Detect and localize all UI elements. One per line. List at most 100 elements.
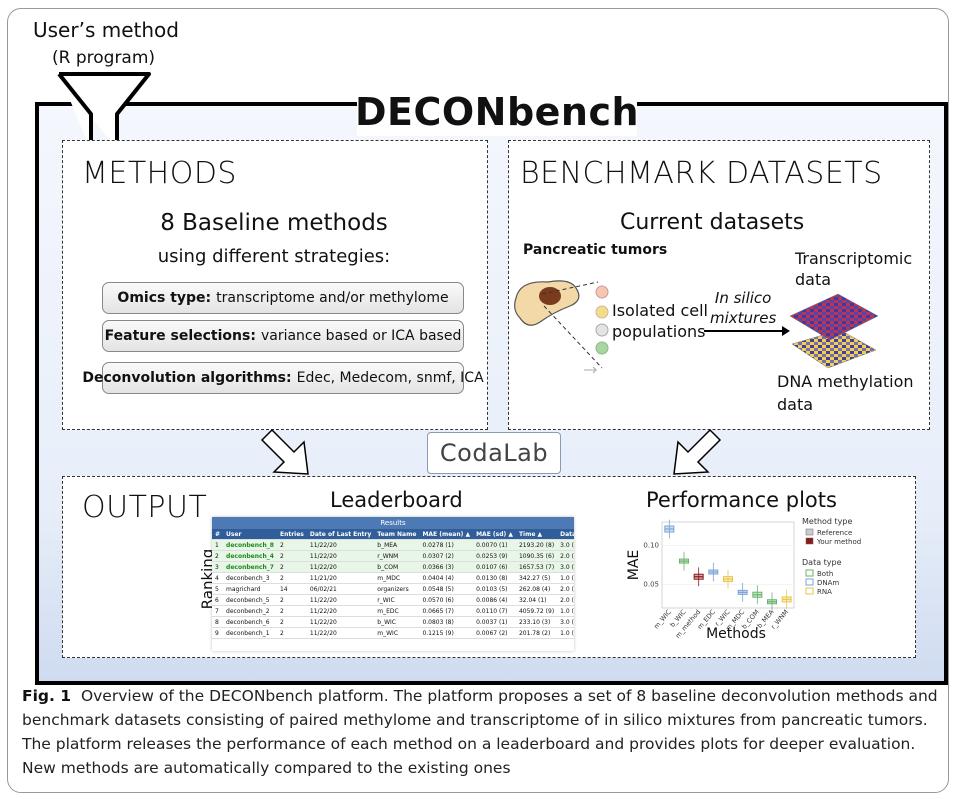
table-cell: b_MEA xyxy=(374,539,420,551)
table-cell: 11/22/20 xyxy=(306,605,375,617)
table-cell: 0.0366 (3) xyxy=(419,561,474,573)
pancreas-illustration xyxy=(514,280,609,374)
table-cell: 9 xyxy=(212,627,224,639)
legend-label: DNAm xyxy=(817,579,839,587)
table-header-cell[interactable]: MAE (sd) ▲ xyxy=(473,529,516,540)
table-cell: deconbench_8 xyxy=(223,539,277,551)
baseline-methods-heading: 8 Baseline methods xyxy=(160,210,388,236)
methods-heading: METHODS xyxy=(82,156,237,191)
user-method-sublabel: (R program) xyxy=(52,48,156,68)
table-cell: deconbench_2 xyxy=(223,605,277,617)
legend-title: Data type xyxy=(802,558,842,567)
x-tick-label: m_WIC xyxy=(652,608,673,631)
table-cell: 0.0107 (6) xyxy=(473,561,516,573)
table-cell: 0.0570 (6) xyxy=(419,594,474,606)
heatmap-illustration xyxy=(789,293,879,369)
table-cell: 2 xyxy=(276,627,307,639)
table-header-cell[interactable]: Time ▲ xyxy=(515,529,558,540)
table-cell: deconbench_1 xyxy=(223,627,277,639)
table-cell: 7 xyxy=(212,605,224,617)
platform-title: DECONbench xyxy=(354,88,640,136)
table-cell: 0.0404 (4) xyxy=(419,572,474,584)
table-cell: 11/22/20 xyxy=(306,539,375,551)
table-cell: 1 xyxy=(212,539,224,551)
legend-label: Your method xyxy=(816,538,861,546)
table-cell: b_COM xyxy=(374,561,420,573)
table-header-cell[interactable]: Data Type ▲ xyxy=(557,529,574,540)
legend-swatch xyxy=(805,578,814,586)
legend-label: Reference xyxy=(817,529,852,537)
table-cell: deconbench_3 xyxy=(223,572,277,584)
table-cell: 2 xyxy=(212,550,224,562)
table-cell: 11/22/20 xyxy=(306,561,375,573)
table-cell: 2.0 (2) xyxy=(557,594,574,606)
table-cell: 5 xyxy=(212,583,224,595)
output-heading: OUTPUT xyxy=(82,490,208,525)
table-cell: 1657.53 (7) xyxy=(515,561,558,573)
table-cell: 0.0278 (1) xyxy=(419,539,474,551)
table-cell: 2193.20 (8) xyxy=(515,539,558,551)
caption-label: Fig. 1 xyxy=(22,687,72,705)
table-cell: r_WIC xyxy=(374,594,420,606)
table-cell: 262.08 (4) xyxy=(515,583,558,595)
table-cell: 3.0 (1) xyxy=(557,561,574,573)
table-cell: 0.0130 (8) xyxy=(473,572,516,584)
table-cell: 0.0253 (9) xyxy=(473,550,516,562)
table-cell: m_WIC xyxy=(374,627,420,639)
table-cell: 3.0 (1) xyxy=(557,539,574,551)
table-cell: r_WNM xyxy=(374,550,420,562)
x-axis-label: Methods xyxy=(706,626,766,642)
table-cell: 1.0 (3) xyxy=(557,605,574,617)
legend-swatch xyxy=(805,587,814,595)
datasets-heading: BENCHMARK DATASETS xyxy=(520,156,883,191)
y-tick-label: 0.10 xyxy=(643,541,659,549)
legend-swatch xyxy=(805,569,814,577)
table-cell: m_MDC xyxy=(374,572,420,584)
table-cell: 2.0 (2) xyxy=(557,550,574,562)
table-cell: deconbench_7 xyxy=(223,561,277,573)
table-cell: 0.0086 (4) xyxy=(473,594,516,606)
legend-title: Method type xyxy=(802,517,852,526)
results-bar: Results xyxy=(212,517,574,529)
table-cell: 0.0548 (5) xyxy=(419,583,474,595)
table-header-cell: Date of Last Entry xyxy=(306,529,375,540)
table-cell: 0.0037 (1) xyxy=(473,616,516,628)
omics-type-value: transcriptome and/or methylome xyxy=(216,290,449,306)
performance-plots-title: Performance plots xyxy=(646,488,837,512)
table-header-cell: User xyxy=(223,529,277,540)
mixture-arrow-icon xyxy=(704,326,790,336)
table-cell: 4 xyxy=(212,572,224,584)
table-cell: 11/21/20 xyxy=(306,572,375,584)
table-header-cell: # xyxy=(212,529,224,540)
table-cell: 2 xyxy=(276,594,307,606)
leaderboard-title: Leaderboard xyxy=(330,488,463,512)
table-cell: 3.0 (1) xyxy=(557,616,574,628)
table-cell: 3 xyxy=(212,561,224,573)
legend-swatch xyxy=(805,528,814,536)
table-cell: deconbench_4 xyxy=(223,550,277,562)
table-cell: b_WIC xyxy=(374,616,420,628)
table-cell: 11/22/20 xyxy=(306,550,375,562)
legend-label: Both xyxy=(817,570,833,578)
table-cell: 4059.72 (9) xyxy=(515,605,558,617)
codalab-logo: CodaLab xyxy=(427,432,561,474)
table-header-cell[interactable]: MAE (mean) ▲ xyxy=(419,529,474,540)
y-tick-label: 0.05 xyxy=(643,581,659,589)
table-cell: 2 xyxy=(276,572,307,584)
table-header-cell: Team Name xyxy=(374,529,420,540)
table-cell: 0.0103 (5) xyxy=(473,583,516,595)
figure-caption: Fig. 1 Overview of the DECONbench platfo… xyxy=(22,684,942,780)
table-cell: 0.0067 (2) xyxy=(473,627,516,639)
table-cell: 11/22/20 xyxy=(306,616,375,628)
feature-selection-value: variance based or ICA based xyxy=(260,328,462,344)
table-cell: 11/22/20 xyxy=(306,627,375,639)
funnel-icon xyxy=(57,72,151,150)
isolated-cells-label: Isolated cell populations xyxy=(612,301,708,341)
deconvolution-algorithms-label: Deconvolution algorithms: xyxy=(82,370,292,386)
